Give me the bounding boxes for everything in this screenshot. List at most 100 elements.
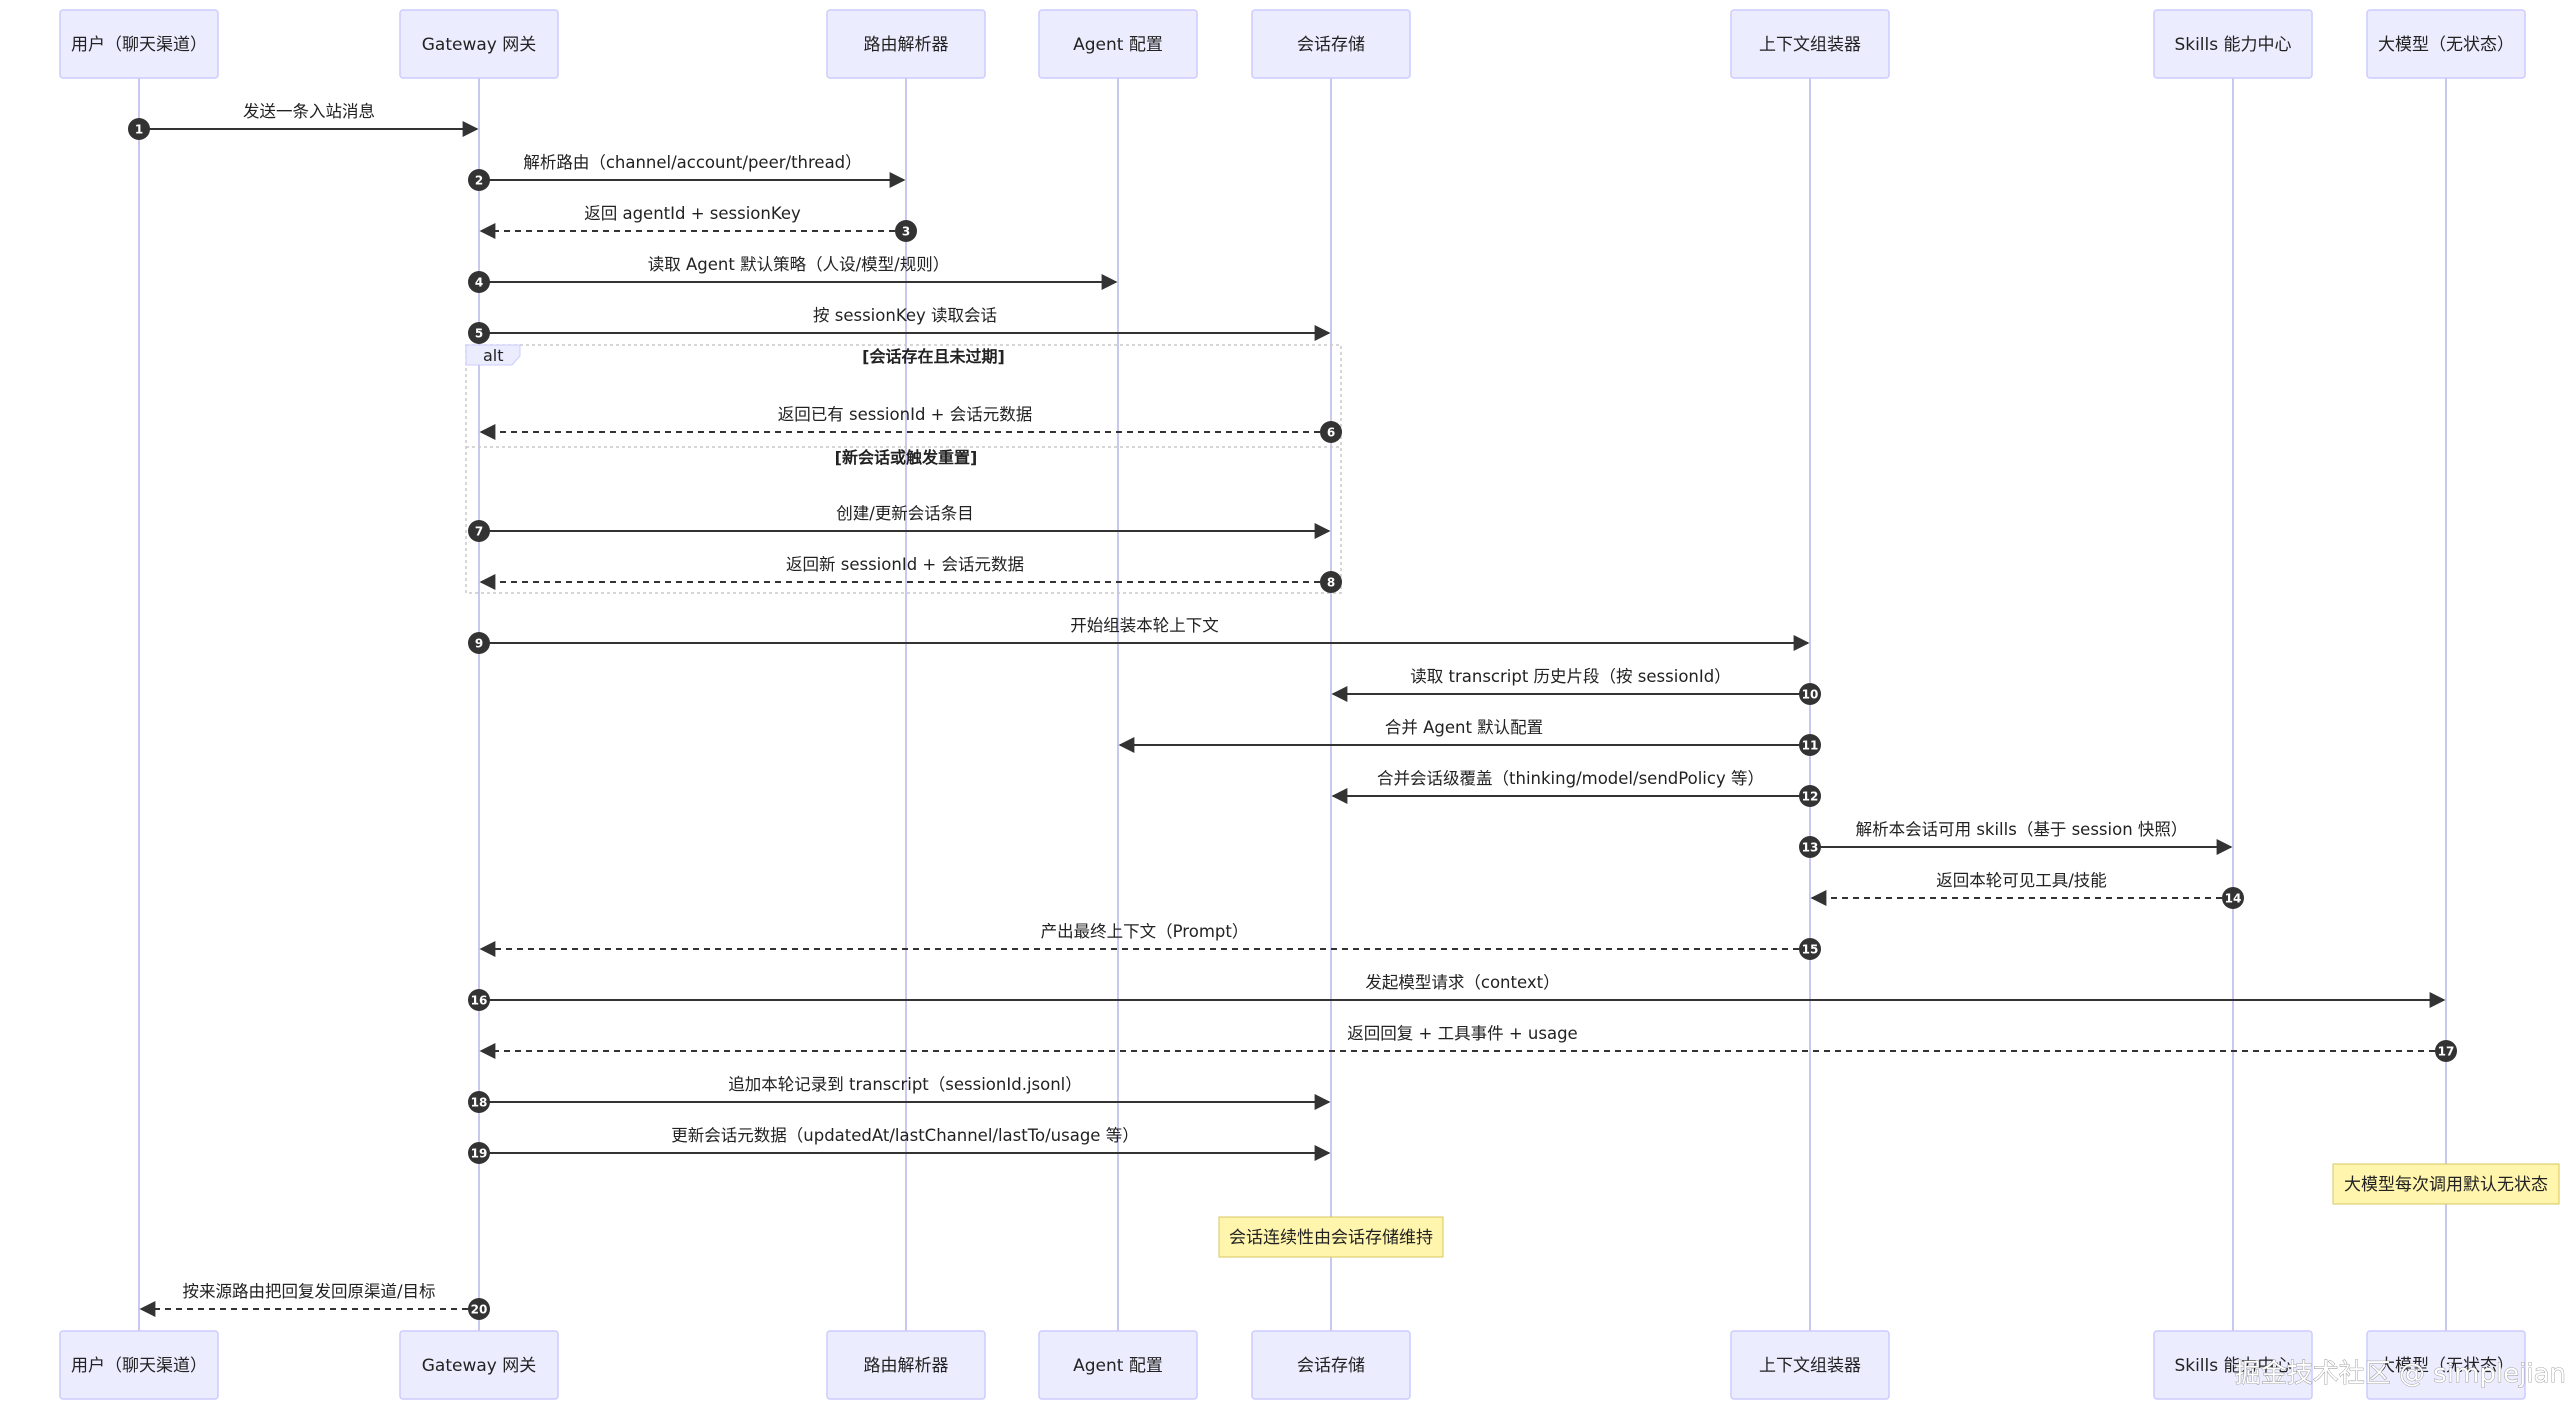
actor-box — [2366, 9, 2526, 79]
note-box — [1218, 1216, 1444, 1258]
actor-top-router: 路由解析器 — [826, 9, 986, 79]
actor-label: 大模型（无状态） — [2378, 35, 2514, 55]
actor-label: Skills 能力中心 — [2174, 1356, 2291, 1376]
message-4: 读取 Agent 默认策略（人设/模型/规则）4 — [468, 255, 1118, 293]
message-label: 返回 agentId + sessionKey — [584, 204, 801, 223]
message-label: 合并 Agent 默认配置 — [1385, 718, 1543, 737]
message-7: 创建/更新会话条目 7 — [468, 504, 1331, 542]
message-label: 返回本轮可见工具/技能 — [1936, 871, 2107, 890]
actor-label: Agent 配置 — [1073, 1356, 1163, 1376]
actor-bottom-agent: Agent 配置 — [1038, 1330, 1198, 1400]
sequence-number: 16 — [471, 994, 488, 1008]
actor-box — [399, 9, 559, 79]
actor-box — [826, 9, 986, 79]
actor-box — [1730, 1330, 1890, 1400]
sequence-number: 10 — [1802, 688, 1819, 702]
actor-top-user: 用户（聊天渠道） — [59, 9, 219, 79]
alt-label-box — [465, 344, 521, 366]
alt-frames: alt[会话存在且未过期][新会话或触发重置] — [465, 344, 1342, 594]
actor-label: 大模型（无状态） — [2378, 1356, 2514, 1376]
alt-label: alt — [483, 346, 504, 365]
actor-box — [2153, 1330, 2313, 1400]
message-14: 返回本轮可见工具/技能 14 — [1810, 871, 2244, 909]
actor-top-agent: Agent 配置 — [1038, 9, 1198, 79]
actor-box — [1251, 9, 1411, 79]
actor-box — [1251, 1330, 1411, 1400]
message-label: 产出最终上下文（Prompt） — [1041, 922, 1249, 941]
note-llm: 大模型每次调用默认无状态 — [2332, 1163, 2560, 1205]
actor-bottom-gw: Gateway 网关 — [399, 1330, 559, 1400]
sequence-badge — [2435, 1040, 2457, 1062]
message-18: 追加本轮记录到 transcript（sessionId.jsonl）18 — [468, 1075, 1331, 1113]
sequence-badge — [468, 1298, 490, 1320]
sequence-number: 18 — [471, 1096, 488, 1110]
messages: 发送一条入站消息1解析路由（channel/account/peer/threa… — [128, 102, 2457, 1320]
actor-box — [59, 1330, 219, 1400]
actor-box — [2366, 1330, 2526, 1400]
message-label: 返回新 sessionId + 会话元数据 — [786, 555, 1024, 574]
sequence-badge — [1799, 785, 1821, 807]
message-label: 发送一条入站消息 — [243, 102, 375, 121]
actor-bottom-ctx: 上下文组装器 — [1730, 1330, 1890, 1400]
actor-top-skills: Skills 能力中心 — [2153, 9, 2313, 79]
message-label: 读取 Agent 默认策略（人设/模型/规则） — [648, 255, 949, 274]
actor-label: Agent 配置 — [1073, 35, 1163, 55]
alt-frame — [465, 344, 1342, 594]
note-text: 会话连续性由会话存储维持 — [1229, 1228, 1433, 1248]
message-label: 读取 transcript 历史片段（按 sessionId） — [1410, 667, 1730, 686]
message-label: 返回回复 + 工具事件 + usage — [1347, 1024, 1577, 1043]
sequence-number: 19 — [471, 1147, 488, 1161]
actor-label: 会话存储 — [1297, 35, 1365, 55]
message-label: 解析路由（channel/account/peer/thread） — [523, 153, 861, 172]
sequence-number: 20 — [471, 1303, 488, 1317]
actor-bottom-router: 路由解析器 — [826, 1330, 986, 1400]
sequence-badge — [468, 1091, 490, 1113]
message-2: 解析路由（channel/account/peer/thread）2 — [468, 153, 906, 191]
sequence-badge — [895, 220, 917, 242]
message-10: 读取 transcript 历史片段（按 sessionId） 10 — [1331, 667, 1821, 705]
message-13: 解析本会话可用 skills（基于 session 快照）13 — [1799, 820, 2233, 858]
sequence-badge — [1799, 683, 1821, 705]
sequence-number: 7 — [475, 525, 483, 539]
actor-bottom-llm: 大模型（无状态） — [2366, 1330, 2526, 1400]
note-store: 会话连续性由会话存储维持 — [1218, 1216, 1444, 1258]
actor-label: 用户（聊天渠道） — [71, 1356, 207, 1376]
message-label: 合并会话级覆盖（thinking/model/sendPolicy 等） — [1377, 769, 1764, 788]
sequence-badge — [1799, 734, 1821, 756]
sequence-number: 14 — [2225, 892, 2242, 906]
message-16: 发起模型请求（context） 16 — [468, 973, 2446, 1011]
actor-top-store: 会话存储 — [1251, 9, 1411, 79]
message-19: 更新会话元数据（updatedAt/lastChannel/lastTo/usa… — [468, 1126, 1331, 1164]
sequence-badge — [468, 1142, 490, 1164]
message-label: 按来源路由把回复发回原渠道/目标 — [182, 1282, 435, 1301]
sequence-number: 6 — [1327, 426, 1335, 440]
actor-box — [826, 1330, 986, 1400]
message-8: 返回新 sessionId + 会话元数据 8 — [479, 555, 1342, 593]
sequence-number: 9 — [475, 637, 483, 651]
sequence-badge — [468, 520, 490, 542]
sequence-number: 8 — [1327, 576, 1335, 590]
actor-box — [1038, 9, 1198, 79]
actor-top-llm: 大模型（无状态） — [2366, 9, 2526, 79]
message-label: 创建/更新会话条目 — [836, 504, 974, 523]
actor-bottom-user: 用户（聊天渠道） — [59, 1330, 219, 1400]
actor-label: 路由解析器 — [864, 1356, 949, 1376]
sequence-badge — [1320, 571, 1342, 593]
message-12: 合并会话级覆盖（thinking/model/sendPolicy 等）12 — [1331, 769, 1821, 807]
message-15: 产出最终上下文（Prompt）15 — [479, 922, 1821, 960]
actor-label: Skills 能力中心 — [2174, 35, 2291, 55]
actor-label: 会话存储 — [1297, 1356, 1365, 1376]
message-label: 开始组装本轮上下文 — [1070, 616, 1219, 635]
sequence-badge — [468, 271, 490, 293]
note-box — [2332, 1163, 2560, 1205]
message-label: 发起模型请求（context） — [1365, 973, 1559, 992]
message-label: 按 sessionKey 读取会话 — [813, 306, 997, 325]
